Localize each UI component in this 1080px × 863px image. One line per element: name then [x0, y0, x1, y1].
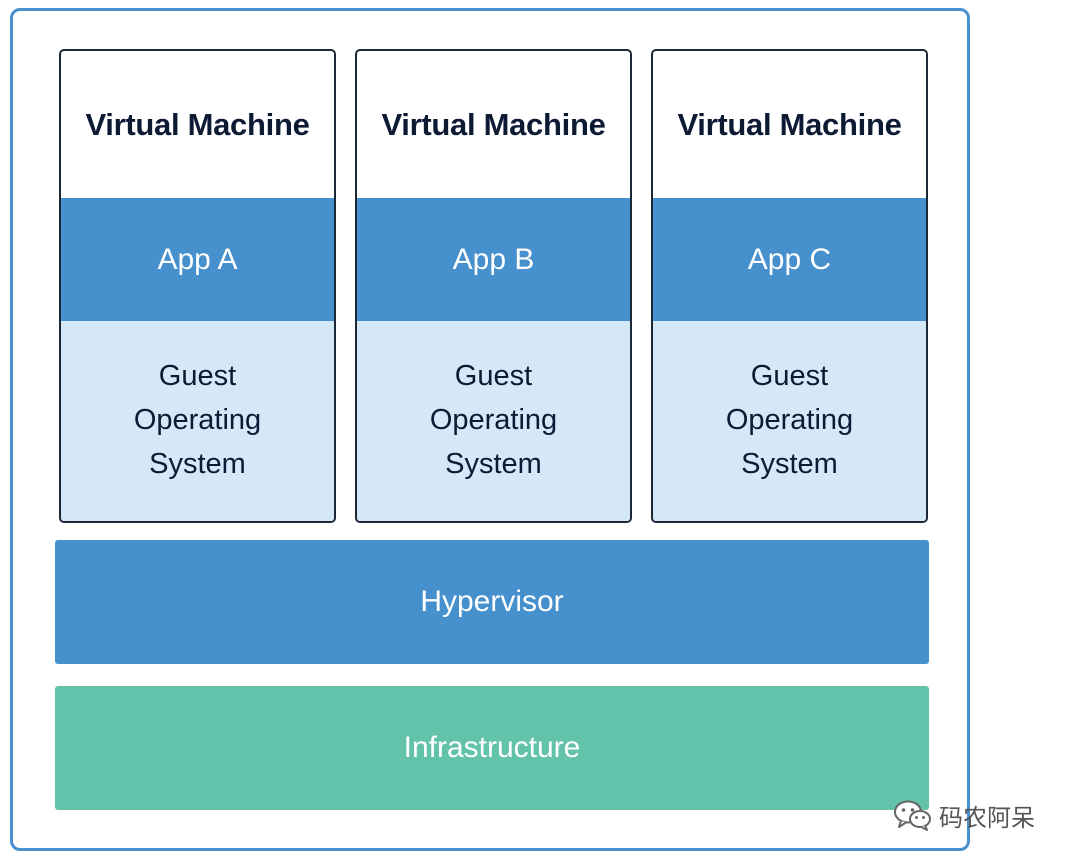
watermark: 码农阿呆: [893, 797, 1035, 833]
app-c-block: App C: [653, 198, 926, 321]
hypervisor-layer: Hypervisor: [55, 540, 929, 664]
guest-os-line: Operating: [429, 404, 558, 436]
app-a-block: App A: [61, 198, 334, 321]
guest-os-line: System: [445, 448, 542, 480]
wechat-icon: [893, 799, 933, 831]
guest-os-line: System: [741, 448, 838, 480]
guest-os-line: Operating: [133, 404, 262, 436]
guest-os-block: Guest Operating System: [357, 321, 630, 521]
app-b-block: App B: [357, 198, 630, 321]
watermark-text: 码农阿呆: [939, 803, 1035, 832]
guest-os-block: Guest Operating System: [61, 321, 334, 521]
virtual-machine-c: Virtual Machine App C Guest Operating Sy…: [651, 49, 928, 523]
guest-os-line: Guest: [454, 360, 533, 392]
guest-os-line: System: [149, 448, 246, 480]
infrastructure-layer: Infrastructure: [55, 686, 929, 810]
guest-os-block: Guest Operating System: [653, 321, 926, 521]
guest-os-line: Guest: [158, 360, 237, 392]
vm-title: Virtual Machine: [677, 106, 902, 142]
virtual-machine-a: Virtual Machine App A Guest Operating Sy…: [59, 49, 336, 523]
virtual-machine-b: Virtual Machine App B Guest Operating Sy…: [355, 49, 632, 523]
guest-os-line: Operating: [725, 404, 854, 436]
vm-title: Virtual Machine: [381, 106, 606, 142]
guest-os-line: Guest: [750, 360, 829, 392]
vm-title: Virtual Machine: [85, 106, 310, 142]
